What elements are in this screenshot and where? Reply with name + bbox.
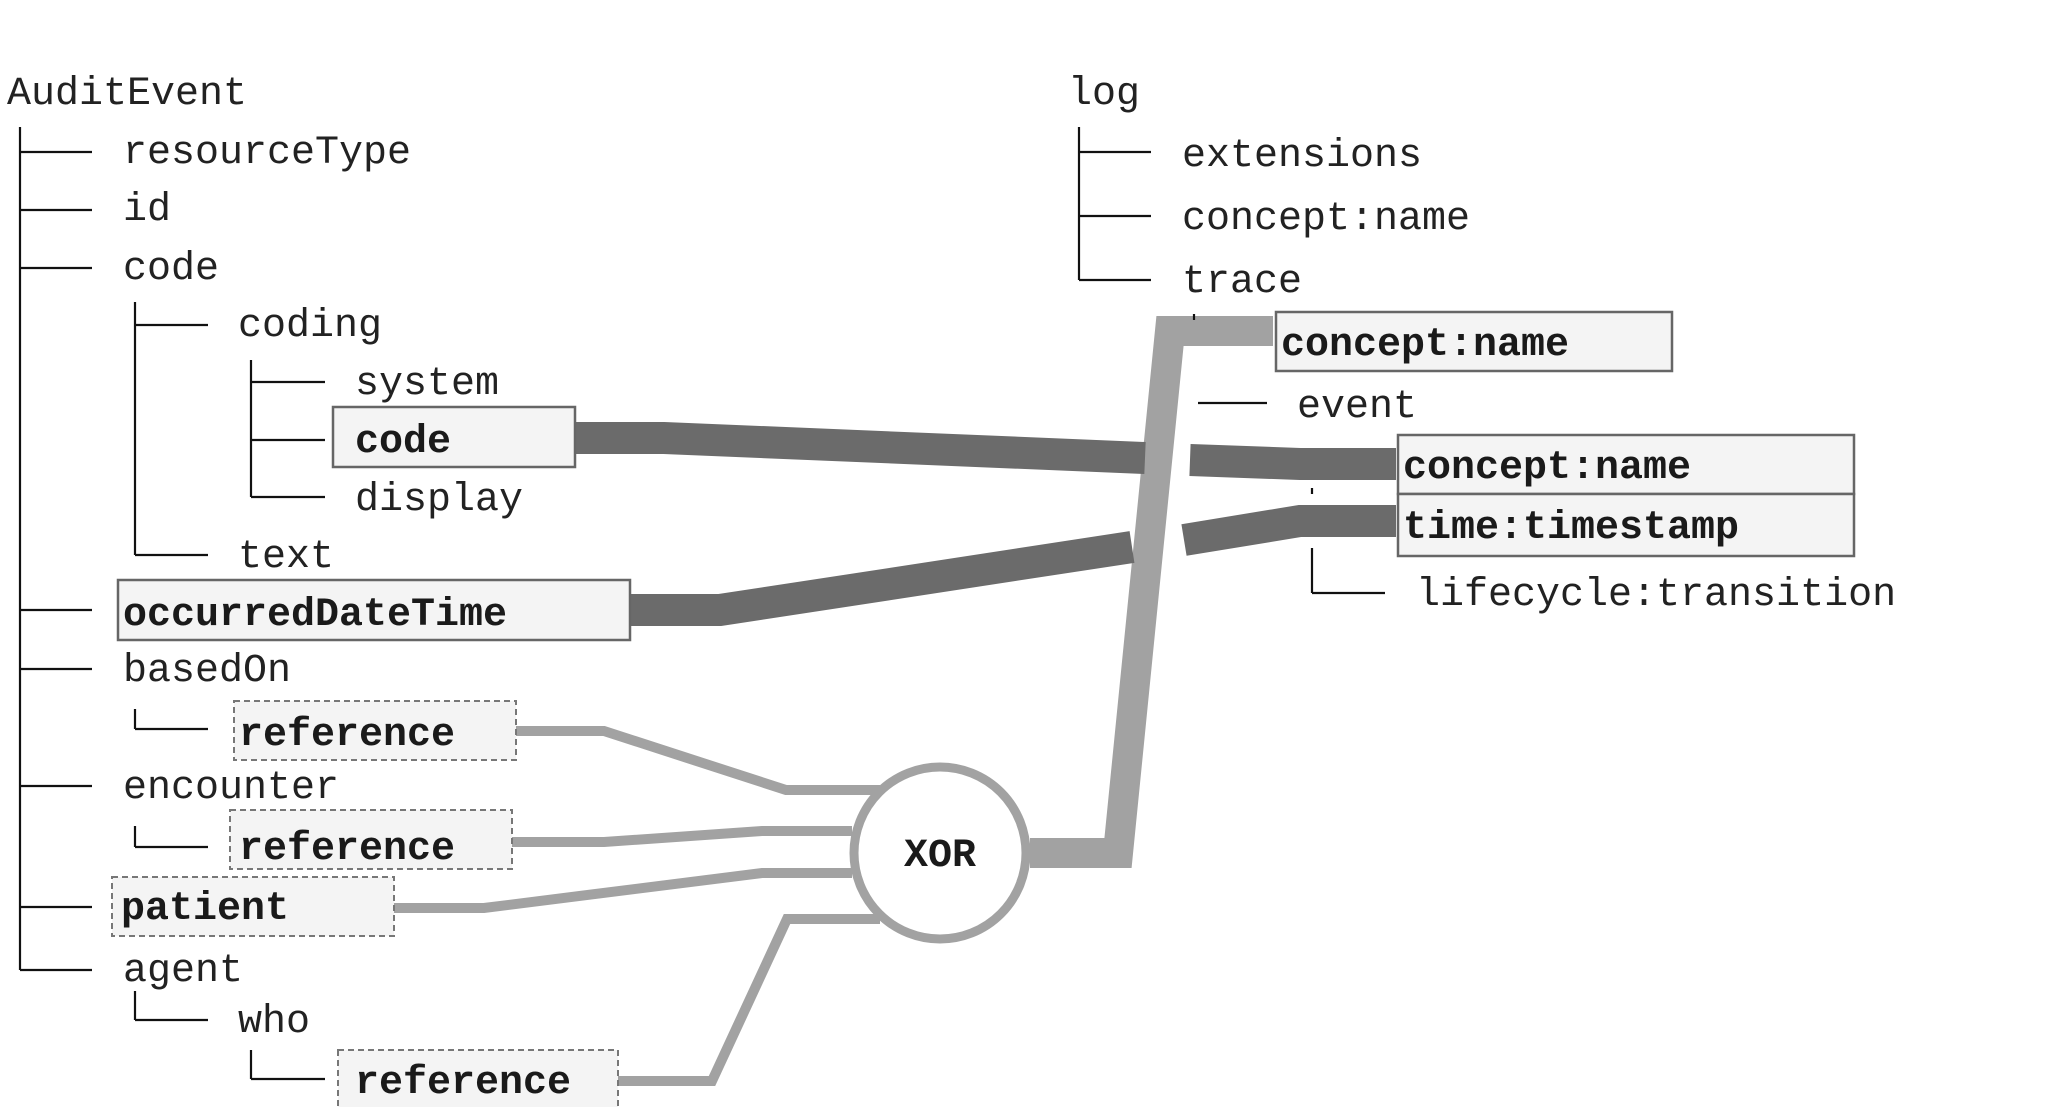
connector-patient-to-xor bbox=[394, 868, 852, 913]
event-concept-name-label: concept:name bbox=[1403, 446, 1691, 491]
system-label: system bbox=[355, 362, 499, 407]
connector-encounter-reference-to-xor bbox=[512, 826, 852, 847]
connector-occurred-to-timestamp-end bbox=[1181, 505, 1396, 556]
right-tree-lines bbox=[1077, 127, 1385, 595]
trace-concept-name-box bbox=[1274, 310, 1674, 373]
encounter-label: encounter bbox=[123, 766, 339, 811]
patient-box bbox=[111, 876, 395, 937]
xor-label: XOR bbox=[904, 834, 976, 879]
occurreddatetime-box bbox=[116, 578, 632, 642]
event-timestamp-box bbox=[1396, 492, 1856, 558]
agent-label: agent bbox=[123, 949, 243, 994]
log-concept-name-label: concept:name bbox=[1182, 197, 1470, 242]
event-concept-name-box bbox=[1396, 433, 1856, 496]
patient-label: patient bbox=[121, 887, 289, 932]
connector-code-to-event-concept-name-end bbox=[1189, 444, 1396, 480]
coding-code-box bbox=[331, 405, 577, 469]
auditevent-root-label: AuditEvent bbox=[7, 72, 247, 117]
event-label: event bbox=[1297, 385, 1417, 430]
display-label: display bbox=[355, 478, 523, 523]
encounter-reference-label: reference bbox=[239, 827, 455, 872]
basedon-reference-label: reference bbox=[239, 713, 455, 758]
connector-basedon-reference-to-xor bbox=[516, 726, 880, 795]
connectors bbox=[394, 316, 1396, 1086]
log-root-label: log bbox=[1068, 72, 1140, 117]
connector-xor-to-trace-concept-name bbox=[1030, 316, 1273, 868]
coding-label: coding bbox=[238, 304, 382, 349]
basedon-label: basedOn bbox=[123, 649, 291, 694]
occurreddatetime-label: occurredDateTime bbox=[123, 593, 507, 638]
left-tree: AuditEvent resourceType id code coding s… bbox=[7, 72, 632, 1107]
coding-code-label: code bbox=[355, 420, 451, 465]
who-reference-box bbox=[337, 1049, 619, 1107]
text-label: text bbox=[238, 535, 334, 580]
encounter-reference-box bbox=[229, 809, 513, 870]
left-tree-lines bbox=[18, 127, 325, 1081]
who-reference-label: reference bbox=[355, 1061, 571, 1106]
right-tree: log extensions concept:name trace concep… bbox=[1068, 72, 1896, 618]
extensions-label: extensions bbox=[1182, 134, 1422, 179]
xor-node: XOR bbox=[849, 762, 1031, 944]
basedon-reference-box bbox=[233, 700, 517, 761]
event-timestamp-label: time:timestamp bbox=[1403, 506, 1739, 551]
lifecycle-transition-label: lifecycle:transition bbox=[1416, 573, 1896, 618]
connector-occurred-to-timestamp bbox=[630, 531, 1135, 626]
trace-concept-name-label: concept:name bbox=[1281, 323, 1569, 368]
who-label: who bbox=[238, 1000, 310, 1045]
code-label: code bbox=[123, 247, 219, 292]
trace-label: trace bbox=[1182, 260, 1302, 305]
connector-who-reference-to-xor bbox=[618, 914, 880, 1086]
resourcetype-label: resourceType bbox=[123, 131, 411, 176]
id-label: id bbox=[123, 188, 171, 233]
connector-code-to-event-concept-name bbox=[576, 422, 1146, 474]
